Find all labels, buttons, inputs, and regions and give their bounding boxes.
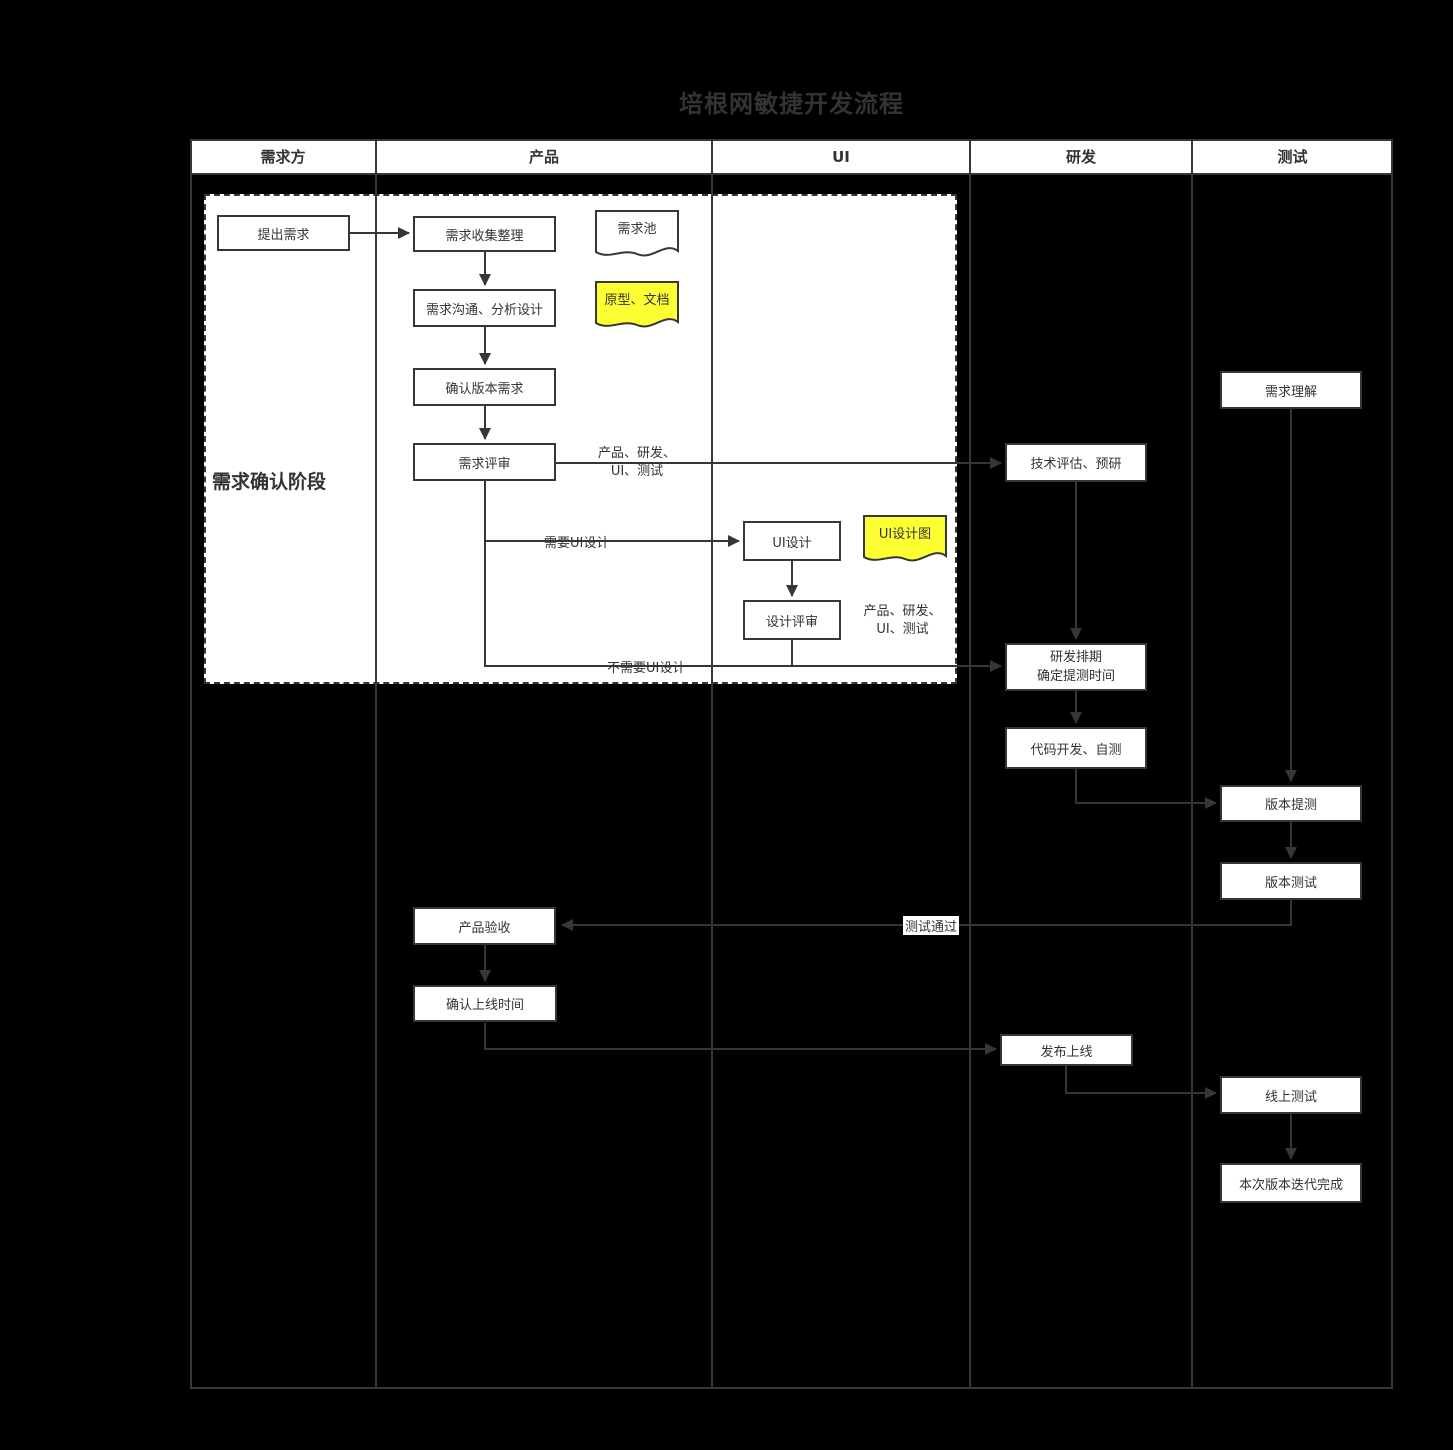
artifact-prototype-doc: 原型、文档 xyxy=(595,281,679,333)
connector-confirm-launch-to-release xyxy=(484,1023,997,1055)
node-coding-selftest: 代码开发、自测 xyxy=(1005,727,1147,769)
diagram-title: 培根网敏捷开发流程 xyxy=(679,90,904,118)
connector-release-to-online-test xyxy=(1065,1066,1217,1099)
node-dev-schedule: 研发排期 确定提测时间 xyxy=(1005,643,1147,691)
node-requirement-review: 需求评审 xyxy=(413,443,556,481)
artifact-label: UI设计图 xyxy=(878,527,932,542)
header-underline xyxy=(190,173,1393,175)
lane-divider-2 xyxy=(711,139,713,1389)
phase-label: 需求确认阶段 xyxy=(212,471,327,493)
artifact-label: 需求池 xyxy=(617,222,657,237)
artifact-label: 产品、研发、UI、测试 xyxy=(863,603,942,637)
connector-coding-to-submit-test xyxy=(1075,769,1217,809)
node-online-testing: 线上测试 xyxy=(1220,1076,1362,1114)
lane-divider-3 xyxy=(969,139,971,1389)
edge-label-no-ui: 不需要UI设计 xyxy=(607,661,686,676)
node-analyze-design: 需求沟通、分析设计 xyxy=(413,289,556,327)
node-ui-design: UI设计 xyxy=(743,521,841,561)
lane-divider-4 xyxy=(1191,139,1193,1389)
node-submit-for-test: 版本提测 xyxy=(1220,785,1362,822)
artifact-review-participants: 产品、研发、UI、测试 xyxy=(590,434,684,491)
node-version-testing: 版本测试 xyxy=(1220,862,1362,900)
node-iteration-complete: 本次版本迭代完成 xyxy=(1220,1163,1362,1203)
node-release-online: 发布上线 xyxy=(1000,1034,1133,1066)
lane-header-demand: 需求方 xyxy=(260,148,306,166)
node-tech-evaluation: 技术评估、预研 xyxy=(1005,443,1147,482)
node-confirm-version: 确认版本需求 xyxy=(413,368,556,406)
node-product-acceptance: 产品验收 xyxy=(413,907,556,945)
node-requirement-understanding: 需求理解 xyxy=(1220,371,1362,409)
lane-header-test: 测试 xyxy=(1277,148,1308,166)
node-confirm-launch-time: 确认上线时间 xyxy=(413,985,557,1022)
artifact-ui-mockup: UI设计图 xyxy=(863,515,947,567)
artifact-label: 产品、研发、UI、测试 xyxy=(597,445,676,479)
edge-label-test-passed: 测试通过 xyxy=(903,916,960,935)
document-shape-icon xyxy=(595,281,679,328)
edge-label-need-ui: 需要UI设计 xyxy=(544,536,610,551)
document-shape-icon xyxy=(595,210,679,257)
lane-header-ui: UI xyxy=(832,148,850,166)
lane-header-rd: 研发 xyxy=(1065,148,1096,166)
lane-divider-1 xyxy=(375,139,377,1389)
artifact-label: 原型、文档 xyxy=(604,293,670,308)
node-propose-requirement: 提出需求 xyxy=(217,215,350,251)
node-collect-requirements: 需求收集整理 xyxy=(413,216,556,252)
phase-region-requirement-confirmation xyxy=(204,194,957,684)
artifact-design-review-participants: 产品、研发、UI、测试 xyxy=(856,591,949,650)
lane-header-product: 产品 xyxy=(528,148,559,166)
artifact-requirement-pool: 需求池 xyxy=(595,210,679,262)
node-design-review: 设计评审 xyxy=(743,600,841,640)
